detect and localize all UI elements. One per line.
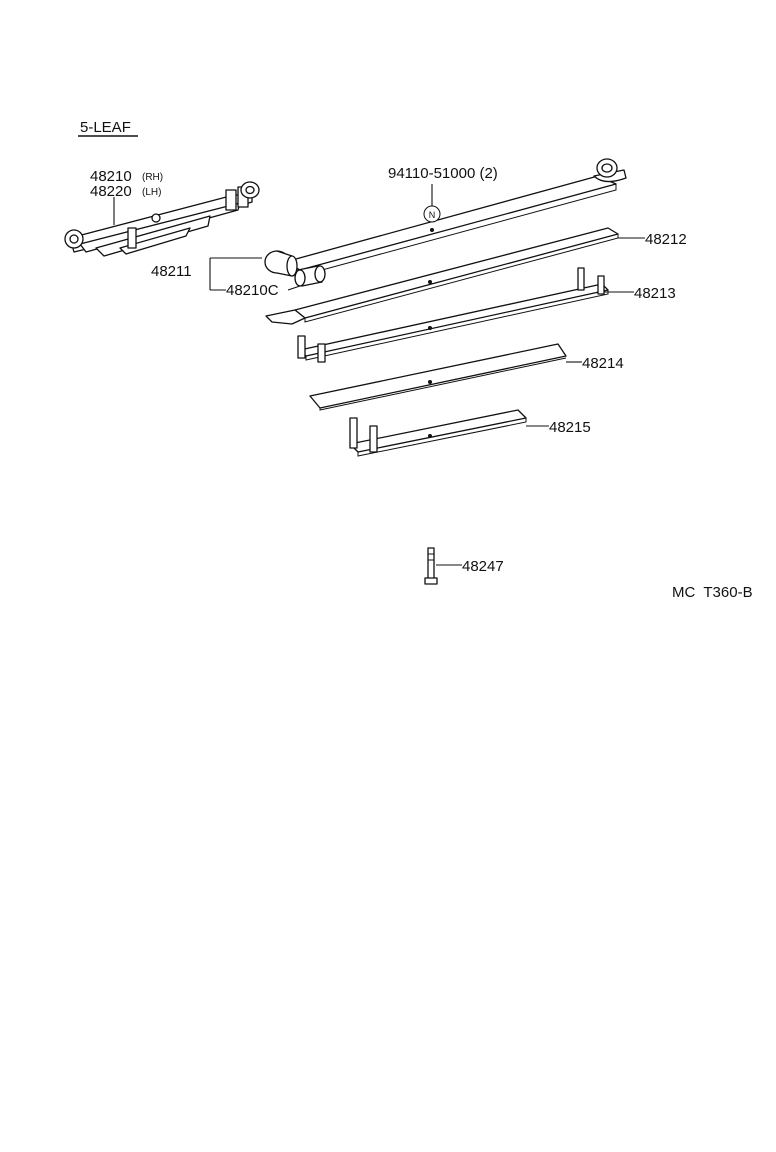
leaf-no1-drawing xyxy=(264,158,627,277)
spring-assy-rh-number: 48210 xyxy=(90,168,132,185)
bushing-number: 48210C xyxy=(226,282,279,299)
leaf-no1-number: 48211 xyxy=(151,263,192,280)
notation-n-icon xyxy=(423,205,441,223)
spring-assy-lh-side: (LH) xyxy=(142,187,161,198)
leaf-no4-drawing xyxy=(309,343,567,411)
bolt-marker: N xyxy=(429,210,436,220)
spring-assy-lh-number: 48220 xyxy=(90,183,132,200)
leaf-no2-number: 48212 xyxy=(645,231,687,248)
bushing-drawing xyxy=(294,265,326,287)
leaf-no3-number: 48213 xyxy=(634,285,676,302)
center-bolt-drawing xyxy=(424,547,438,585)
figure-code: MC T360-B xyxy=(672,584,753,601)
variant-title: 5-LEAF xyxy=(80,119,131,136)
spring-assy-rh-side: (RH) xyxy=(142,172,163,183)
center-bolt-number: 48247 xyxy=(462,558,504,575)
leaf-no5-drawing xyxy=(349,409,527,457)
leaf-no2-drawing xyxy=(265,227,619,325)
leaf-no5-number: 48215 xyxy=(549,419,591,436)
leaf-no4-number: 48214 xyxy=(582,355,624,372)
leaf-spring-assembly-drawing xyxy=(64,181,260,257)
bolt-note: 94110-51000 (2) xyxy=(388,165,498,182)
